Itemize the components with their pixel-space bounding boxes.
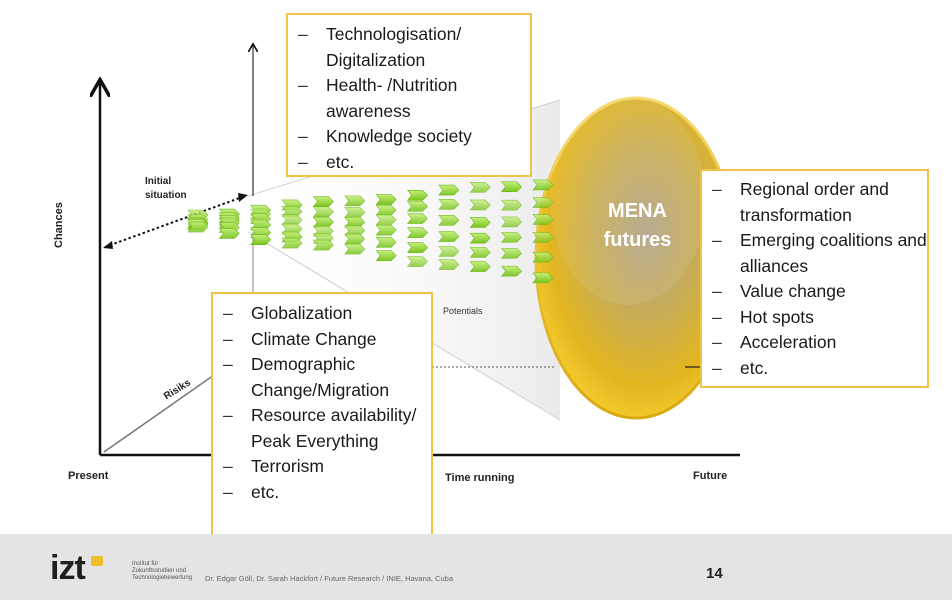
right-list-item: Hot spots [702, 305, 927, 331]
risks-list: GlobalizationClimate ChangeDemographic C… [213, 301, 431, 505]
right-list-item: Acceleration [702, 330, 927, 356]
time-running-label: Time running [445, 472, 514, 484]
initial-situation-label: Initial situation [145, 175, 187, 203]
top-list-item: Health- /Nutrition awareness [288, 73, 530, 124]
mena-drivers-list: Regional order and transformationEmergin… [702, 177, 927, 381]
izt-logo-word: izt [50, 548, 85, 588]
izt-logo-dot [91, 556, 103, 566]
right-list-item: etc. [702, 356, 927, 382]
top-list-item: Technologisation/ Digitalization [288, 22, 530, 73]
bottom-list-item: Climate Change [213, 327, 431, 353]
potentials-label: Potentials [443, 306, 483, 316]
institute-name: Institut für Zukunftsstudien und Technol… [132, 561, 192, 582]
diagonal-arrowhead-start [103, 241, 113, 249]
footer-authors: Dr. Edgar Göll, Dr. Sarah Hackfort / Fut… [205, 574, 453, 583]
bottom-list-item: Terrorism [213, 454, 431, 480]
right-list-item: Emerging coalitions and alliances [702, 228, 927, 279]
chances-list: Technologisation/ DigitalizationHealth- … [288, 22, 530, 175]
present-label: Present [68, 470, 108, 482]
chances-box: Technologisation/ DigitalizationHealth- … [286, 13, 532, 177]
risiks-axis [104, 375, 214, 452]
page-number: 14 [706, 565, 723, 582]
bottom-list-item: Resource availability/ Peak Everything [213, 403, 431, 454]
mena-futures-label: MENA futures [570, 197, 705, 255]
top-list-item: Knowledge society [288, 124, 530, 150]
footer-bar: izt Institut für Zukunftsstudien und Tec… [0, 534, 952, 600]
top-list-item: etc. [288, 150, 530, 176]
right-list-item: Regional order and transformation [702, 177, 927, 228]
mena-futures-text: MENA futures [604, 200, 672, 251]
bottom-list-item: Demographic Change/Migration [213, 352, 431, 403]
bottom-list-item: Globalization [213, 301, 431, 327]
chances-label: Chances [53, 202, 65, 248]
bottom-list-item: etc. [213, 480, 431, 506]
right-list-item: Value change [702, 279, 927, 305]
risks-box: GlobalizationClimate ChangeDemographic C… [211, 292, 433, 536]
future-label: Future [693, 470, 727, 482]
mena-drivers-box: Regional order and transformationEmergin… [700, 169, 929, 388]
